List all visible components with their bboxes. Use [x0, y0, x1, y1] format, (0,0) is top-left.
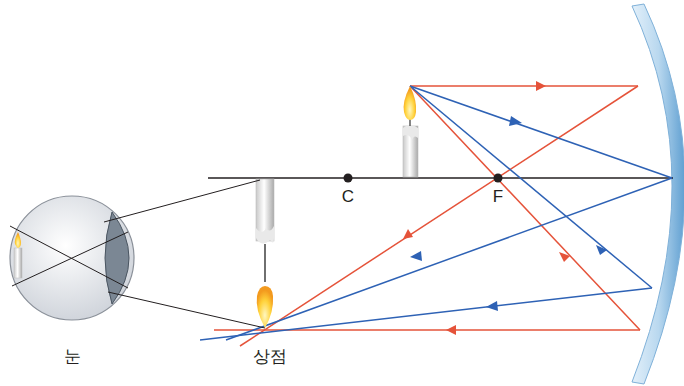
- image-candle: [256, 179, 274, 328]
- ray-arrowheads: [403, 81, 607, 335]
- blue-rays: [200, 86, 672, 340]
- eye: [10, 196, 134, 320]
- image-point-label: 상점: [253, 348, 287, 367]
- object-candle: [403, 86, 418, 177]
- concave-mirror: [632, 4, 684, 384]
- point-label: F: [493, 188, 503, 207]
- center-point: [344, 174, 353, 183]
- red-rays: [214, 86, 640, 346]
- principal-axis: [208, 177, 673, 179]
- sight-line: [108, 292, 265, 328]
- sight-line: [104, 180, 260, 222]
- point-label: C: [342, 188, 354, 207]
- focal-point: [494, 174, 503, 183]
- eye-label: 눈: [64, 348, 81, 367]
